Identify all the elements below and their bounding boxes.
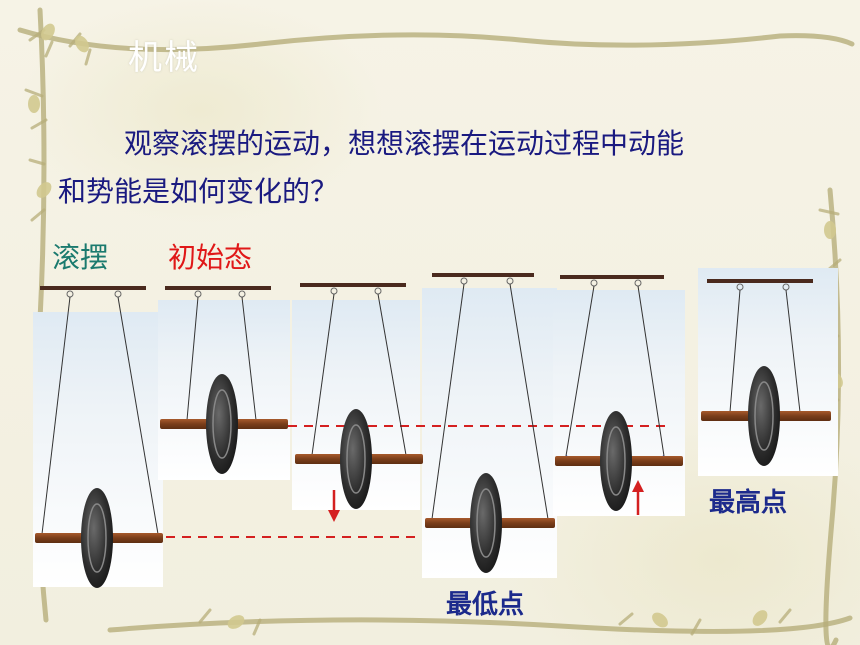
slide-title: 机械 — [128, 38, 200, 78]
pendulum-position-2 — [160, 286, 288, 474]
question-line-1: 观察滚摆的运动，想想滚摆在运动过程中动能 — [124, 127, 685, 160]
initial-state-label: 初始态 — [168, 241, 253, 274]
pendulum-position-5 — [555, 275, 683, 511]
question-line-2: 和势能是如何变化的？ — [58, 175, 339, 208]
question-text: 观察滚摆的运动，想想滚摆在运动过程中动能 和势能是如何变化的？ — [58, 120, 818, 216]
pendulum-position-3 — [295, 283, 423, 509]
dashed-lines — [166, 425, 670, 538]
highest-point-label: 最高点 — [709, 488, 788, 518]
lowest-point-label: 最低点 — [446, 590, 525, 620]
pendulum-position-4 — [425, 273, 555, 573]
pendulum-position-6 — [701, 279, 831, 466]
red-down-arrow-icon — [328, 490, 340, 522]
pendulum-position-1 — [35, 286, 163, 588]
red-up-arrow-icon — [632, 480, 644, 515]
pendulum-label: 滚摆 — [52, 241, 109, 274]
